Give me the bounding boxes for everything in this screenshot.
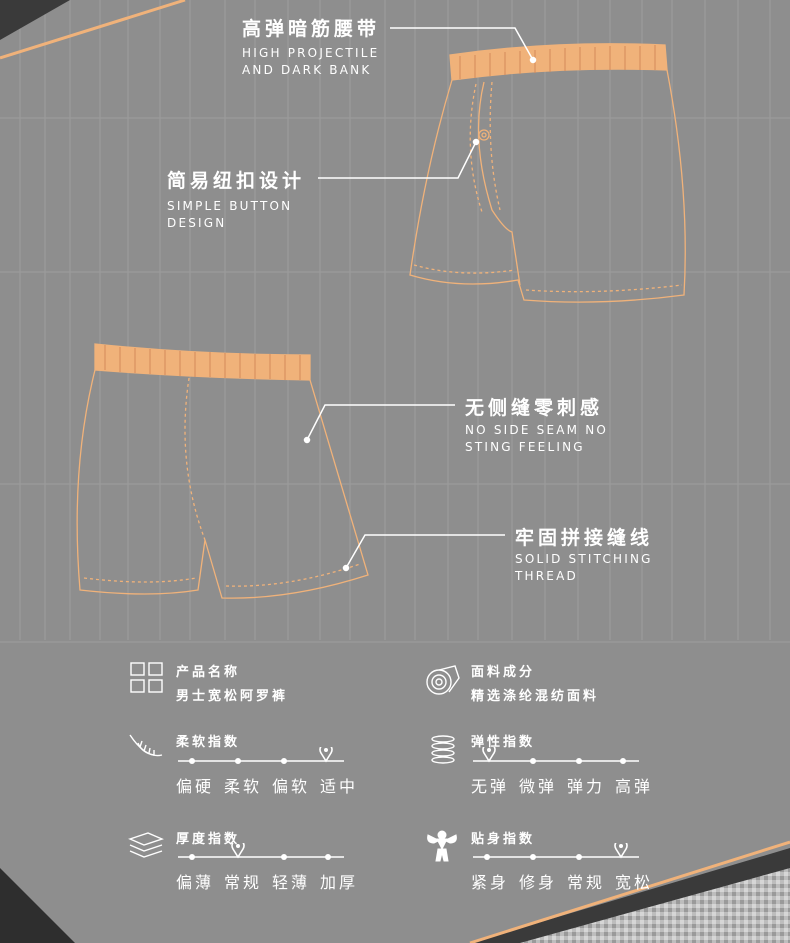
spring-icon xyxy=(431,735,455,764)
layers-icon xyxy=(128,832,164,858)
feather-icon xyxy=(129,734,163,757)
corner-decoration-bottom-left xyxy=(0,868,75,943)
shorts-back-illustration xyxy=(76,343,369,599)
elasticity-level-2: 微弹 xyxy=(519,777,558,796)
grid-icon xyxy=(130,662,163,693)
fit-level-4: 宽松 xyxy=(615,873,654,892)
softness-scale xyxy=(178,747,344,764)
fit-level-3: 常规 xyxy=(567,873,606,892)
elasticity-tick-3 xyxy=(576,758,582,764)
callout-button-en-line1: SIMPLE BUTTON xyxy=(167,199,293,213)
thickness-tick-3 xyxy=(281,854,287,860)
thickness-levels: 偏薄 常规 轻薄 加厚 xyxy=(176,869,358,893)
thickness-level-1: 偏薄 xyxy=(176,873,215,892)
softness-levels: 偏硬 柔软 偏软 适中 xyxy=(176,773,358,797)
softness-selected-marker xyxy=(319,747,333,763)
callout-stitching-en-line2: THREAD xyxy=(515,569,578,583)
softness-level-2: 柔软 xyxy=(224,777,263,796)
thickness-tick-4 xyxy=(325,854,331,860)
fit-tick-1 xyxy=(484,854,490,860)
callout-seam-title: 无侧缝零刺感 xyxy=(465,397,604,419)
elasticity-level-3: 弹力 xyxy=(567,777,606,796)
callout-waistband-en-line2: AND DARK BANK xyxy=(242,63,372,77)
thickness-selected-marker xyxy=(231,843,245,859)
spec-fabric-label: 面料成分 xyxy=(471,665,536,680)
softness-tick-3 xyxy=(281,758,287,764)
spec-elasticity-label: 弹性指数 xyxy=(471,735,536,750)
shorts-front-illustration xyxy=(409,43,686,303)
callout-stitching-subtitle: SOLID STITCHING THREAD xyxy=(515,551,653,585)
spec-product-value: 男士宽松阿罗裤 xyxy=(176,689,289,704)
elasticity-selected-marker xyxy=(482,747,496,763)
fit-level-1: 紧身 xyxy=(471,873,510,892)
spec-product-label: 产品名称 xyxy=(176,665,241,680)
fabric-roll-icon xyxy=(426,665,460,695)
elasticity-level-4: 高弹 xyxy=(615,777,654,796)
spec-fit-label: 贴身指数 xyxy=(471,832,536,847)
spec-fabric-value: 精选涤纶混纺面料 xyxy=(471,689,600,704)
softness-level-1: 偏硬 xyxy=(176,777,215,796)
spec-softness-label: 柔软指数 xyxy=(176,735,241,750)
callout-button-en-line2: DESIGN xyxy=(167,216,227,230)
elasticity-levels: 无弹 微弹 弹力 高弹 xyxy=(471,773,653,797)
fabric-swatch-corner xyxy=(469,840,790,943)
elasticity-scale xyxy=(473,747,639,764)
callout-lines xyxy=(303,27,537,572)
muscle-figure-icon xyxy=(427,830,457,862)
elasticity-level-1: 无弹 xyxy=(471,777,510,796)
callout-seam-en-line2: STING FEELING xyxy=(465,440,585,454)
softness-level-3: 偏软 xyxy=(272,777,311,796)
thickness-level-4: 加厚 xyxy=(320,873,359,892)
fit-level-2: 修身 xyxy=(519,873,558,892)
callout-waistband-en-line1: HIGH PROJECTILE xyxy=(242,46,380,60)
softness-tick-1 xyxy=(189,758,195,764)
callout-waistband-subtitle: HIGH PROJECTILE AND DARK BANK xyxy=(242,45,379,79)
thickness-level-3: 轻薄 xyxy=(272,873,311,892)
callout-stitching-title: 牢固拼接缝线 xyxy=(515,527,654,549)
callout-seam-en-line1: NO SIDE SEAM NO xyxy=(465,423,609,437)
background-grid xyxy=(0,0,790,643)
thickness-level-2: 常规 xyxy=(224,873,263,892)
callout-seam-subtitle: NO SIDE SEAM NO STING FEELING xyxy=(465,422,608,456)
callout-button-title: 简易纽扣设计 xyxy=(167,170,306,192)
callout-stitching-en-line1: SOLID STITCHING xyxy=(515,552,653,566)
fit-selected-marker xyxy=(614,843,628,859)
fit-scale xyxy=(473,843,639,860)
spec-thickness-label: 厚度指数 xyxy=(176,832,241,847)
elasticity-tick-4 xyxy=(620,758,626,764)
softness-tick-2 xyxy=(235,758,241,764)
callout-button-subtitle: SIMPLE BUTTON DESIGN xyxy=(167,198,292,232)
callout-waistband-title: 高弹暗筋腰带 xyxy=(242,18,381,40)
softness-level-4: 适中 xyxy=(320,777,359,796)
thickness-scale xyxy=(178,843,344,860)
fit-tick-3 xyxy=(576,854,582,860)
thickness-tick-1 xyxy=(189,854,195,860)
fit-tick-2 xyxy=(530,854,536,860)
elasticity-tick-2 xyxy=(530,758,536,764)
corner-decoration-top-left xyxy=(0,0,186,60)
fit-levels: 紧身 修身 常规 宽松 xyxy=(471,869,653,893)
